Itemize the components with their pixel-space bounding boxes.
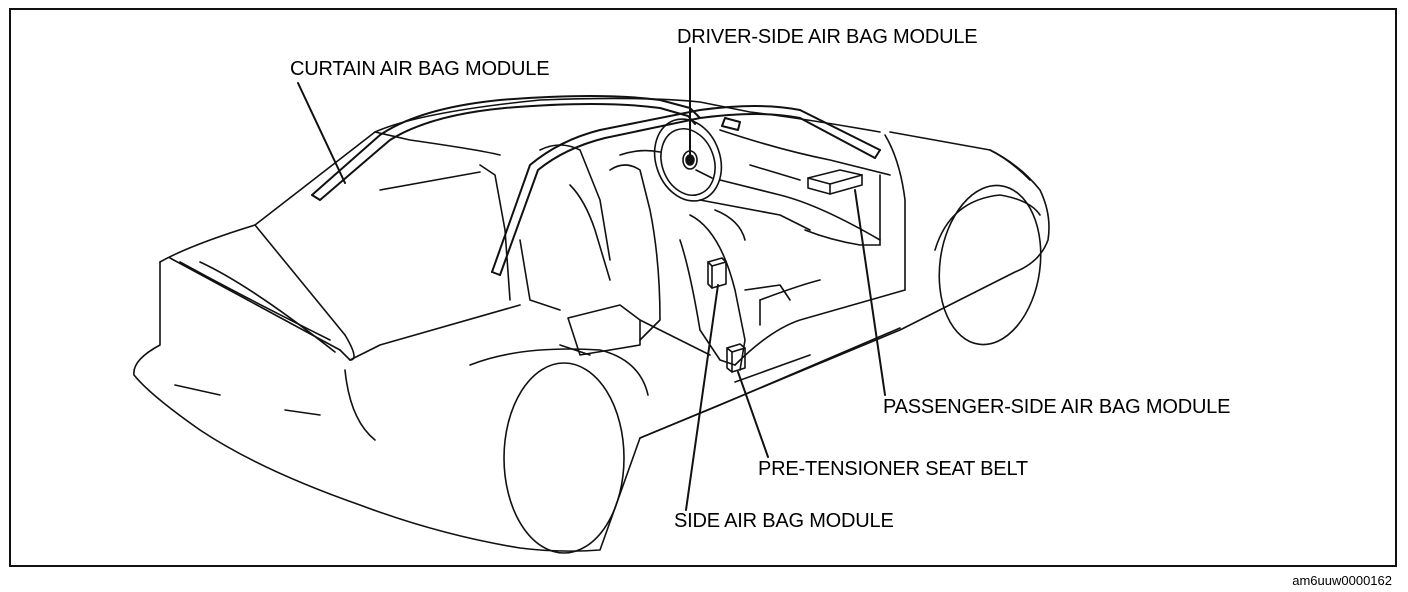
side-airbag-box [707,257,727,289]
steering-wheel [653,118,723,202]
interior-seats [519,129,891,371]
pretensioner-label: PRE-TENSIONER SEAT BELT [758,458,1028,480]
curtain-leader [297,82,346,184]
pretensioner-leader [737,371,769,458]
figure-id: am6uuw0000162 [1292,573,1392,588]
side-airbag-label: SIDE AIR BAG MODULE [674,510,894,532]
diagram-frame [9,8,1397,567]
wheels [469,184,1042,554]
driver-airbag-label: DRIVER-SIDE AIR BAG MODULE [677,26,978,48]
pretensioner-box [726,343,746,373]
passenger-airbag-label: PASSENGER-SIDE AIR BAG MODULE [883,396,1231,418]
car-body-outline [133,97,1050,552]
passenger-airbag-box [807,169,863,195]
curtain-airbag-rail [311,95,881,276]
leader-lines [297,47,886,511]
passenger-leader [854,189,886,396]
curtain-airbag-label: CURTAIN AIR BAG MODULE [290,58,550,80]
side-leader [685,284,719,511]
